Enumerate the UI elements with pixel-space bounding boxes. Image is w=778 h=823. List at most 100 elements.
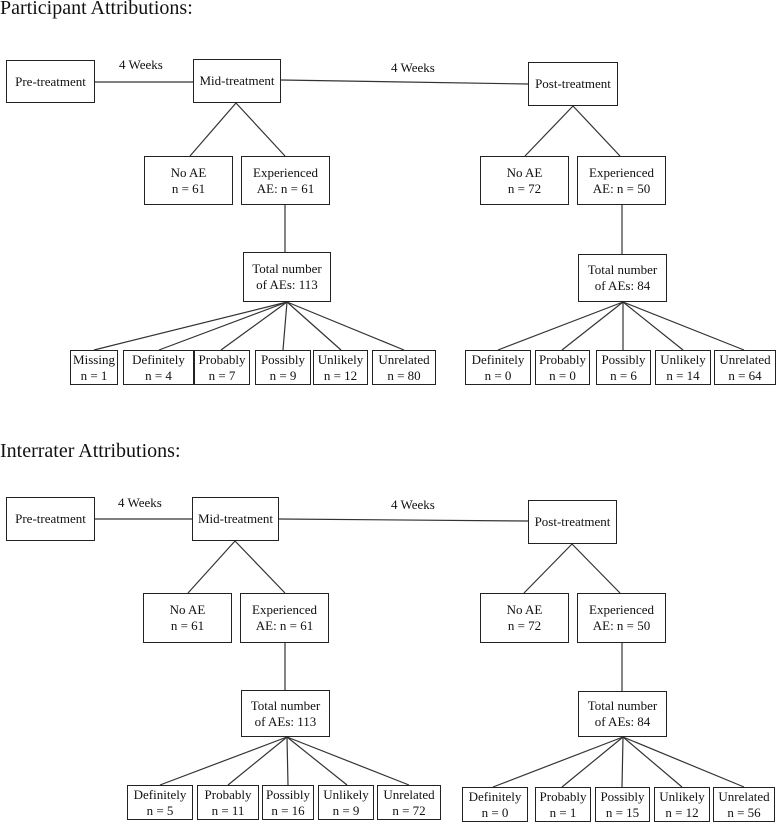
node-label: Total number [587,262,658,277]
node-label: Experienced [589,164,654,180]
node-label: Possibly [601,351,646,367]
node-count: n = 56 [727,804,761,820]
node-count: n = 6 [610,367,637,383]
node-label: Missing [73,351,115,367]
node-label: Unrelated [378,351,430,367]
node-count: n = 64 [728,367,762,383]
node-count: of AEs: 113 [254,713,317,729]
interval-label: 4 Weeks [391,60,435,75]
node-label: Unrelated [718,788,770,804]
node-count: n = 14 [666,367,700,383]
node-count: n = 12 [323,367,358,383]
node-label: No AE [169,602,206,617]
node-label: Probably [539,351,586,367]
node-count: AE: n = 50 [592,180,651,196]
node-label: Mid-treatment [197,511,274,526]
node-label: Definitely [471,351,525,367]
node-count: n = 16 [271,802,305,818]
node-count: n = 7 [208,367,236,383]
node-label: Unrelated [383,786,435,802]
node-label: Probably [539,788,587,804]
node-label: Unrelated [719,351,771,367]
node-label: Experienced [253,164,318,180]
node-label: Unlikely [659,788,705,804]
node-label: Pre-treatment [15,511,86,526]
node-count: n = 0 [484,367,512,383]
interval-label: 4 Weeks [118,495,162,510]
node-count: n = 72 [507,618,542,633]
node-count: n = 5 [146,802,174,818]
node-label: Definitely [133,786,187,802]
node-count: of AEs: 113 [256,277,318,292]
node-count: of AEs: 84 [594,714,651,729]
node-label: No AE [506,602,543,617]
node-label: Definitely [468,788,522,804]
node-label: No AE [170,164,207,180]
node-count: n = 15 [605,804,640,820]
node-count: n = 11 [211,802,245,818]
mid-treatment-node: Mid-treatment [193,59,281,103]
panel-heading: Interrater Attributions: [0,440,181,462]
node-label: Probably [204,786,252,802]
node-label: Post-treatment [534,514,611,529]
node-count: n = 9 [269,367,297,383]
node-count: n = 80 [387,367,421,383]
node-label: Mid-treatment [199,73,275,88]
node-count: n = 1 [80,367,108,383]
node-count: n = 1 [549,804,577,820]
interval-label: 4 Weeks [391,497,435,512]
node-label: Unlikely [660,351,706,367]
node-label: Post-treatment [535,76,611,91]
node-count: AE: n = 50 [592,618,651,633]
node-label: Total number [250,697,321,713]
node-label: Total number [587,698,658,713]
node-label: Experienced [252,602,317,617]
node-count: n = 4 [145,367,172,383]
post-treatment-node: Post-treatment [528,500,617,544]
node-label: No AE [506,164,543,180]
pre-treatment-node: Pre-treatment [6,60,95,103]
node-label: Definitely [132,351,185,367]
node-count: n = 0 [549,367,576,383]
node-count: n = 0 [481,804,509,820]
node-count: n = 72 [507,180,542,196]
node-label: Probably [198,351,246,367]
node-label: Experienced [589,602,654,617]
pre-treatment-node: Pre-treatment [6,497,95,541]
post-treatment-node: Post-treatment [528,62,618,106]
node-count: n = 9 [332,802,360,818]
mid-treatment-node: Mid-treatment [192,497,279,541]
node-label: Pre-treatment [15,73,86,89]
node-count: AE: n = 61 [256,180,315,196]
node-label: Total number [252,261,322,276]
